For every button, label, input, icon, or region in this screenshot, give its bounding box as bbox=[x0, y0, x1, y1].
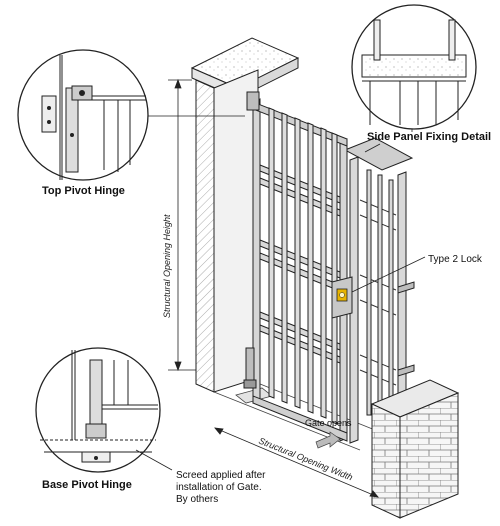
top-pivot-hinge-detail bbox=[17, 49, 245, 181]
side-panel-fixing-detail bbox=[351, 4, 477, 132]
structural-opening-height-label: Structural Opening Height bbox=[162, 214, 172, 318]
side-panel bbox=[343, 137, 415, 444]
gate-leaf bbox=[243, 91, 353, 442]
structural-opening-width-label: Structural Opening Width bbox=[257, 436, 354, 483]
screed-note-line-1: Screed applied after bbox=[176, 470, 266, 481]
top-pivot-hinge-label: Top Pivot Hinge bbox=[42, 185, 125, 197]
gate-opens-label: Gate opens bbox=[305, 418, 352, 428]
side-panel-leader bbox=[364, 143, 381, 153]
base-hinge-post bbox=[245, 347, 255, 385]
lock-leader bbox=[351, 256, 426, 293]
screed-note-line-3: By others bbox=[176, 494, 218, 505]
type2-lock-label: Type 2 Lock bbox=[428, 254, 483, 265]
pier-side-face bbox=[213, 69, 259, 393]
screed-note: Screed applied after installation of Gat… bbox=[176, 470, 268, 505]
side-panel-fixing-detail-label: Side Panel Fixing Detail bbox=[367, 131, 491, 143]
base-hinge-foot bbox=[243, 379, 257, 389]
width-dimension bbox=[214, 427, 379, 498]
side-panel-cap bbox=[343, 137, 414, 171]
top-hinge-block bbox=[246, 91, 260, 111]
brick-wall bbox=[370, 379, 460, 519]
pier-front-face bbox=[195, 79, 215, 393]
screed-leader bbox=[135, 449, 173, 471]
height-dimension bbox=[168, 78, 196, 372]
base-pivot-hinge-label: Base Pivot Hinge bbox=[42, 479, 132, 491]
screed-note-line-2: installation of Gate. bbox=[176, 482, 262, 493]
base-pivot-hinge-detail bbox=[35, 347, 173, 473]
concrete-pier bbox=[190, 37, 300, 393]
gate-opens-arrow bbox=[315, 431, 341, 449]
